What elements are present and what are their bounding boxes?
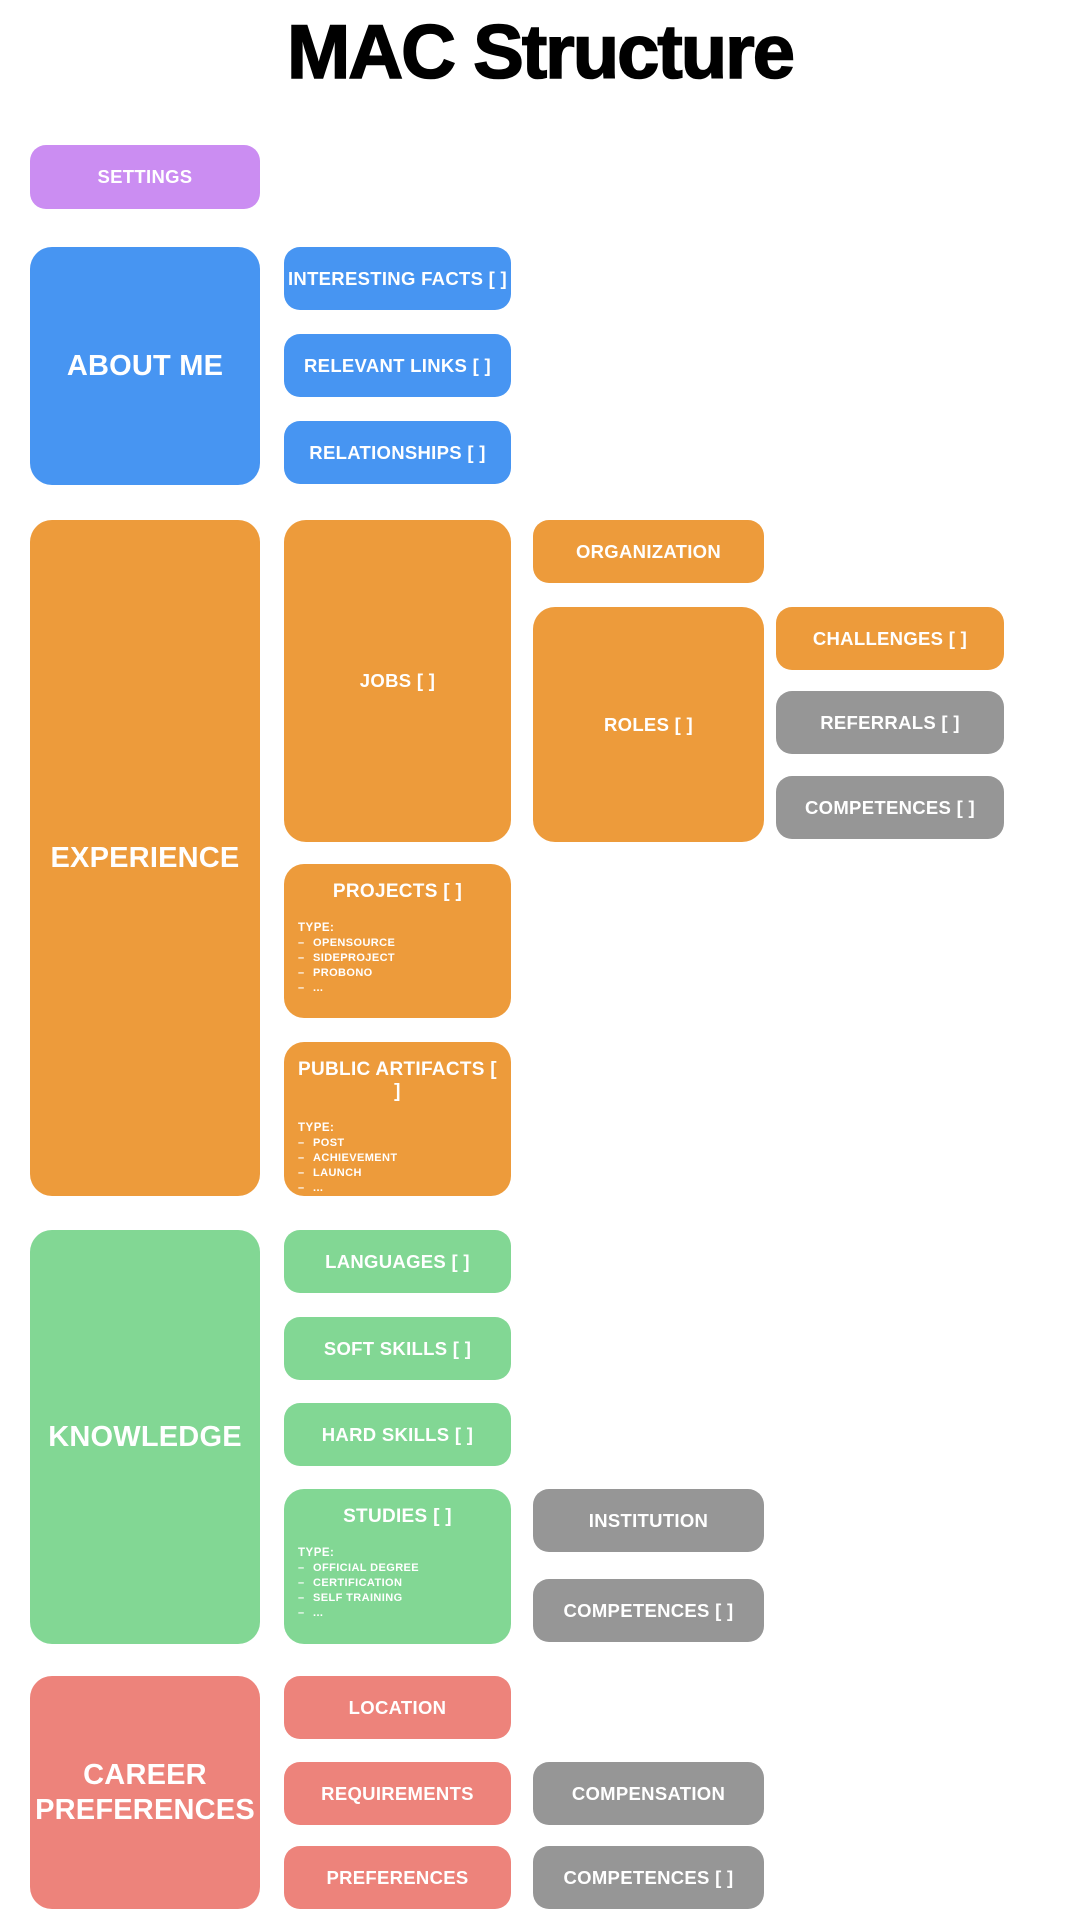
- node-relationships[interactable]: RELATIONSHIPS [ ]: [284, 421, 511, 484]
- page-title: MAC Structure: [286, 9, 796, 96]
- type-list-item: –...: [298, 1606, 324, 1619]
- node-competences-career[interactable]: COMPETENCES [ ]: [533, 1846, 764, 1909]
- node-label: COMPETENCES [ ]: [805, 796, 975, 818]
- node-languages[interactable]: LANGUAGES [ ]: [284, 1230, 511, 1293]
- node-label: PUBLIC ARTIFACTS [ ]: [298, 1059, 497, 1102]
- node-projects[interactable]: PROJECTS [ ] TYPE: –OPENSOURCE –SIDEPROJ…: [284, 864, 511, 1018]
- node-studies[interactable]: STUDIES [ ] TYPE: –OFFICIAL DEGREE –CERT…: [284, 1489, 511, 1644]
- node-label: LANGUAGES [ ]: [325, 1250, 470, 1272]
- node-label: PREFERENCES: [326, 1866, 469, 1888]
- node-label: ORGANIZATION: [575, 540, 722, 562]
- node-label: ROLES [ ]: [603, 713, 694, 735]
- type-list-item: –LAUNCH: [298, 1166, 362, 1179]
- dash-bullet: –: [298, 1562, 305, 1574]
- dash-bullet: –: [298, 1576, 305, 1589]
- node-interesting-facts[interactable]: INTERESTING FACTS [ ]: [284, 247, 511, 310]
- type-list-item: –SIDEPROJECT: [298, 951, 396, 964]
- type-list-item: –POST: [298, 1137, 345, 1149]
- node-about-me[interactable]: ABOUT ME: [30, 247, 260, 485]
- node-roles[interactable]: ROLES [ ]: [533, 607, 764, 842]
- type-list: –POST –ACHIEVEMENT –LAUNCH –...: [298, 1136, 497, 1196]
- type-list-item: –...: [298, 981, 324, 994]
- node-soft-skills[interactable]: SOFT SKILLS [ ]: [284, 1317, 511, 1380]
- node-label: SETTINGS: [97, 166, 193, 187]
- node-label: CHALLENGES [ ]: [812, 627, 968, 649]
- type-list-item: –OPENSOURCE: [298, 937, 396, 949]
- node-label: COMPETENCES [ ]: [563, 1866, 734, 1888]
- node-experience[interactable]: EXPERIENCE: [30, 520, 260, 1196]
- type-list: –OPENSOURCE –SIDEPROJECT –PROBONO –...: [298, 936, 497, 996]
- node-label: EXPERIENCE: [50, 841, 240, 874]
- node-settings[interactable]: SETTINGS: [30, 145, 260, 209]
- node-label: SOFT SKILLS [ ]: [323, 1337, 472, 1359]
- node-label: PROJECTS [ ]: [332, 881, 463, 902]
- node-competences-knowledge[interactable]: COMPETENCES [ ]: [533, 1579, 764, 1642]
- type-list-item: –...: [298, 1181, 324, 1194]
- node-label: KNOWLEDGE: [48, 1420, 242, 1453]
- node-label: RELEVANT LINKS [ ]: [304, 354, 491, 376]
- node-label: HARD SKILLS [ ]: [321, 1423, 474, 1445]
- dash-bullet: –: [298, 1606, 305, 1619]
- node-label: CAREER PREFERENCES: [35, 1758, 255, 1826]
- node-organization[interactable]: ORGANIZATION: [533, 520, 764, 583]
- dash-bullet: –: [298, 966, 305, 979]
- type-list-item: –SELF TRAINING: [298, 1591, 403, 1604]
- node-requirements[interactable]: REQUIREMENTS: [284, 1762, 511, 1825]
- node-label: REFERRALS [ ]: [820, 711, 960, 733]
- dash-bullet: –: [298, 937, 305, 949]
- node-label: INTERESTING FACTS [ ]: [287, 267, 508, 289]
- node-competences-experience[interactable]: COMPETENCES [ ]: [776, 776, 1004, 839]
- type-list-heading: TYPE:: [298, 922, 335, 934]
- node-label: REQUIREMENTS: [321, 1782, 474, 1804]
- dash-bullet: –: [298, 951, 305, 964]
- node-label: LOCATION: [348, 1696, 447, 1718]
- node-referrals[interactable]: REFERRALS [ ]: [776, 691, 1004, 754]
- node-career-preferences[interactable]: CAREER PREFERENCES: [30, 1676, 260, 1909]
- type-list-heading: TYPE:: [298, 1547, 335, 1559]
- node-label: ABOUT ME: [66, 349, 224, 382]
- node-label: STUDIES [ ]: [343, 1506, 452, 1527]
- node-challenges[interactable]: CHALLENGES [ ]: [776, 607, 1004, 670]
- type-list-heading: TYPE:: [298, 1122, 335, 1134]
- node-label: COMPETENCES [ ]: [563, 1599, 734, 1621]
- dash-bullet: –: [298, 1166, 305, 1179]
- dash-bullet: –: [298, 1151, 305, 1164]
- node-knowledge[interactable]: KNOWLEDGE: [30, 1230, 260, 1644]
- dash-bullet: –: [298, 1591, 305, 1604]
- dash-bullet: –: [298, 1137, 305, 1149]
- dash-bullet: –: [298, 981, 305, 994]
- node-label: RELATIONSHIPS [ ]: [309, 441, 486, 463]
- node-jobs[interactable]: JOBS [ ]: [284, 520, 511, 842]
- node-location[interactable]: LOCATION: [284, 1676, 511, 1739]
- type-list-item: –ACHIEVEMENT: [298, 1151, 398, 1164]
- type-list-item: –CERTIFICATION: [298, 1576, 403, 1589]
- node-public-artifacts[interactable]: PUBLIC ARTIFACTS [ ] TYPE: –POST –ACHIEV…: [284, 1042, 511, 1196]
- type-list: –OFFICIAL DEGREE –CERTIFICATION –SELF TR…: [298, 1561, 497, 1621]
- node-compensation[interactable]: COMPENSATION: [533, 1762, 764, 1825]
- node-hard-skills[interactable]: HARD SKILLS [ ]: [284, 1403, 511, 1466]
- node-relevant-links[interactable]: RELEVANT LINKS [ ]: [284, 334, 511, 397]
- dash-bullet: –: [298, 1181, 305, 1194]
- node-label: INSTITUTION: [588, 1509, 709, 1531]
- node-label: COMPENSATION: [571, 1782, 726, 1804]
- node-label: JOBS [ ]: [359, 670, 436, 691]
- type-list-item: –PROBONO: [298, 966, 373, 979]
- type-list-item: –OFFICIAL DEGREE: [298, 1562, 420, 1574]
- node-institution[interactable]: INSTITUTION: [533, 1489, 764, 1552]
- node-preferences[interactable]: PREFERENCES: [284, 1846, 511, 1909]
